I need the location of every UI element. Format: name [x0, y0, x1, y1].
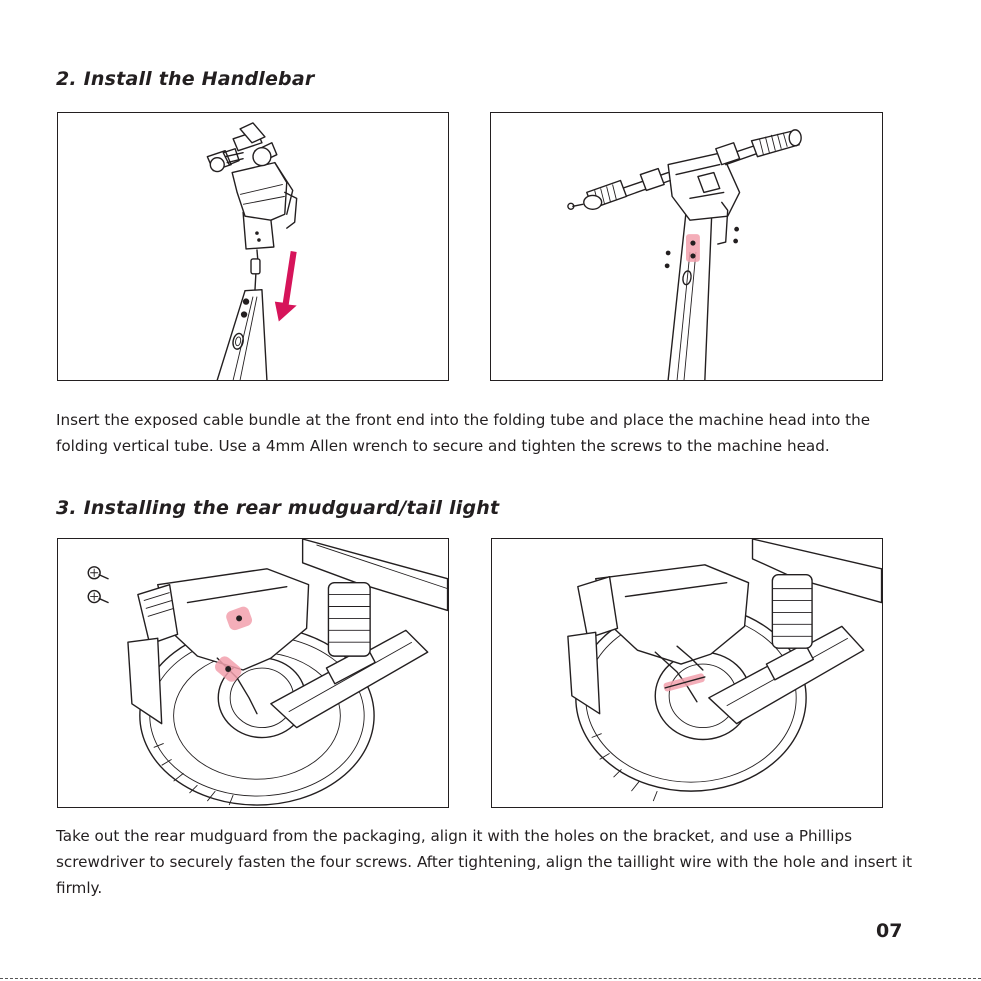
handlebar-assembled-drawing [567, 129, 802, 380]
mudguard-instructions: Take out the rear mudguard from the pack… [56, 827, 913, 897]
section-heading-handlebar: 2. Install the Handlebar [56, 68, 315, 90]
screw-icon [87, 566, 109, 604]
illustration-insert-head [57, 112, 449, 381]
page-number: 07 [876, 920, 903, 942]
mudguard-screws-drawing [87, 539, 448, 806]
handlebar-insert-drawing [206, 122, 298, 380]
illustration-tighten-screws [490, 112, 883, 381]
taillight-wire-drawing [567, 539, 882, 802]
down-arrow-icon [274, 250, 297, 322]
handlebar-instructions: Insert the exposed cable bundle at the f… [56, 411, 871, 455]
footer-divider [0, 978, 981, 979]
illustration-mudguard-screws [57, 538, 449, 808]
section-heading-mudguard: 3. Installing the rear mudguard/tail lig… [56, 497, 500, 519]
illustration-taillight-wire [491, 538, 883, 808]
screw-icon [664, 226, 740, 269]
